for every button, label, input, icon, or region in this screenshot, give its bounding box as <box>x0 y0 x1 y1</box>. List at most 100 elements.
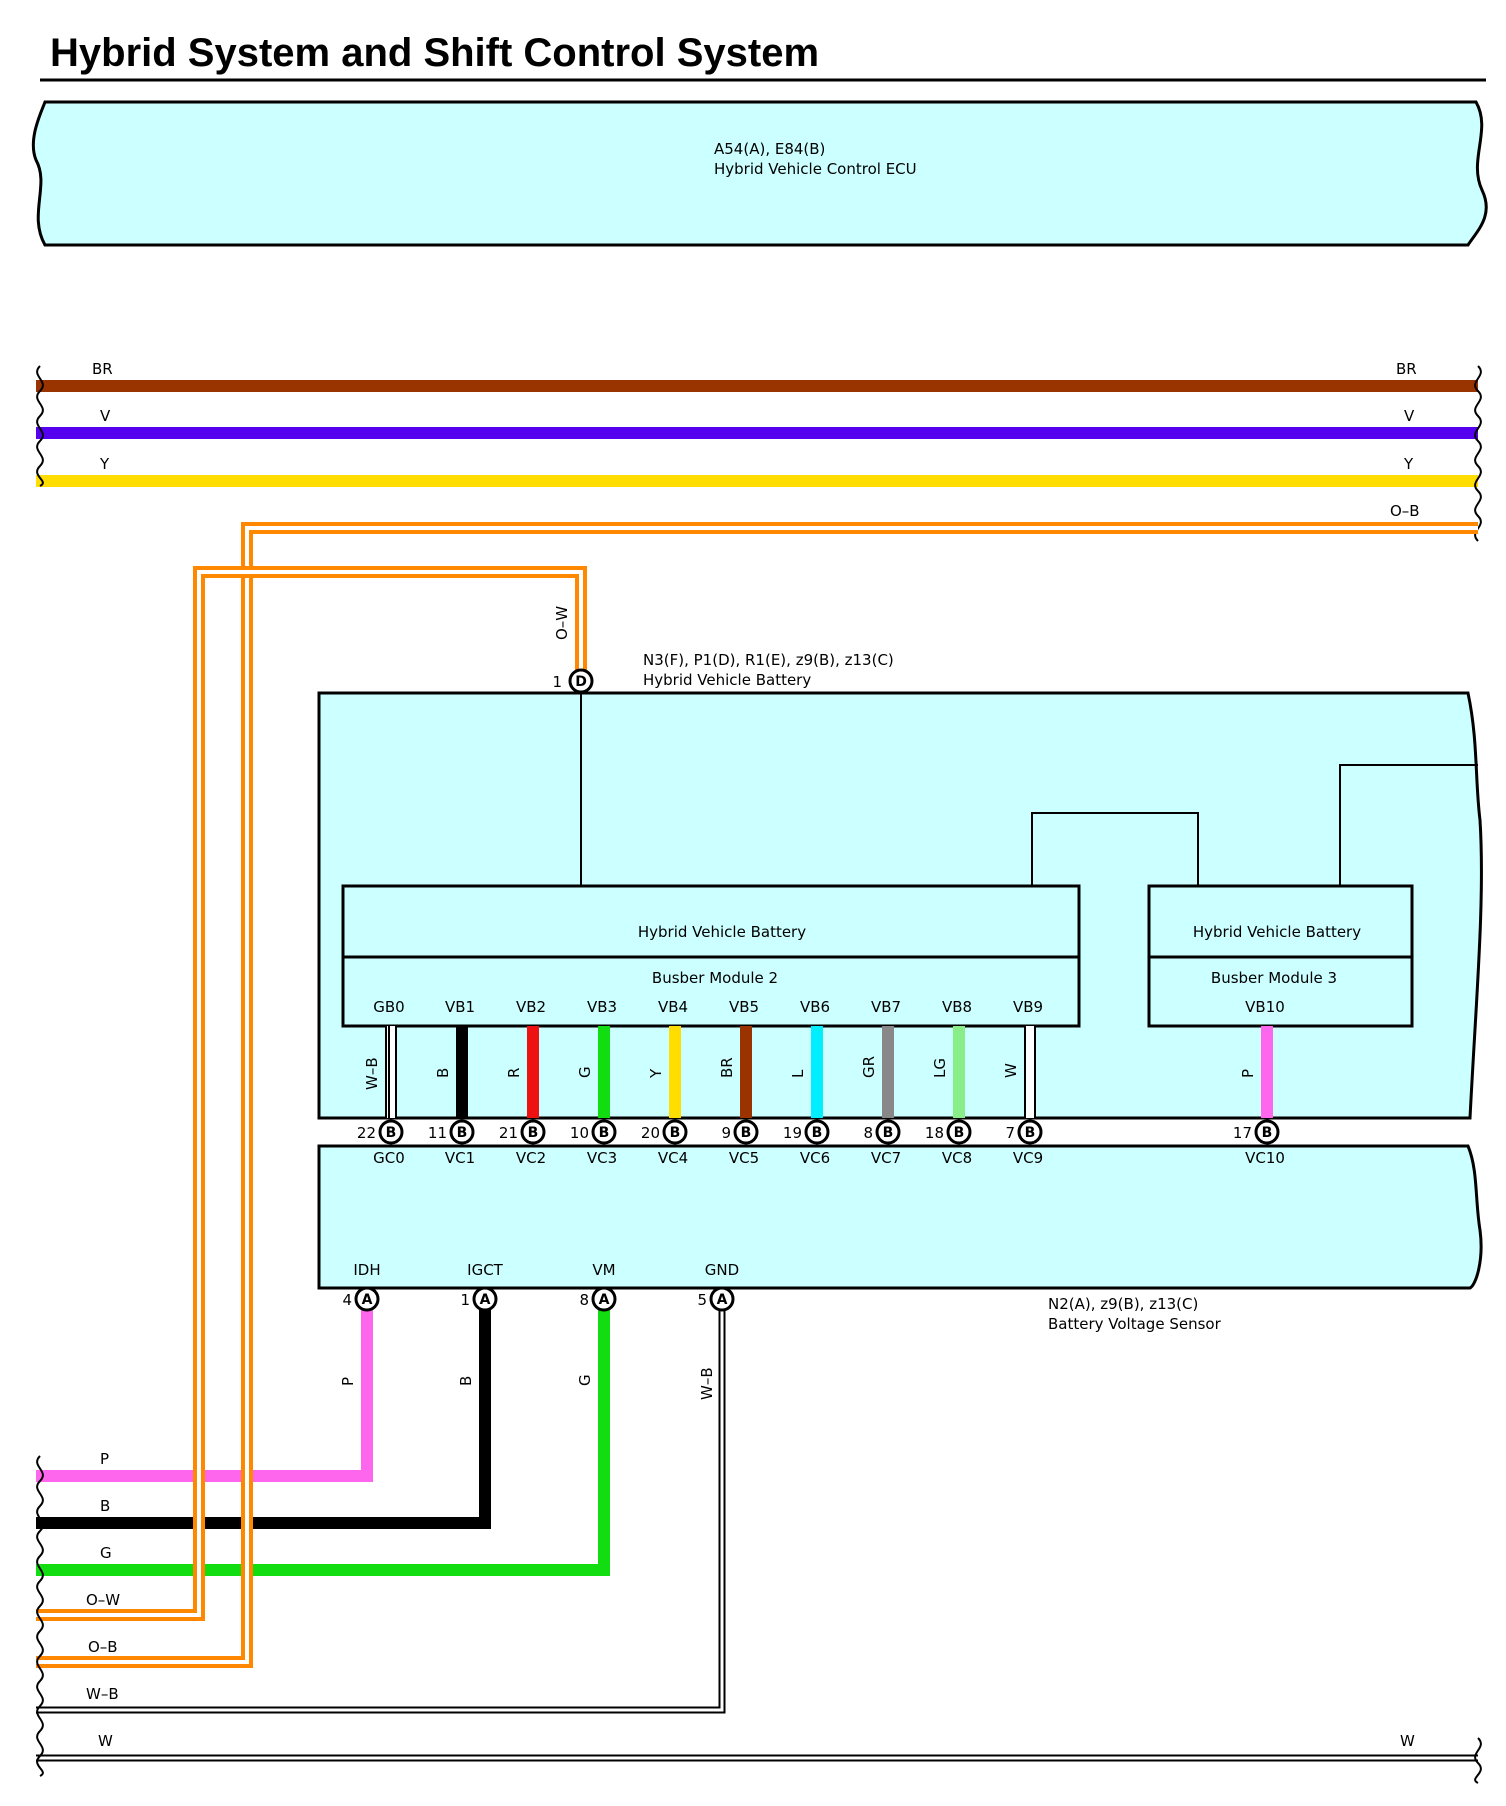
ecu-body <box>31 100 1488 247</box>
wire-label-w-right: W <box>1400 1732 1415 1750</box>
busbar-pin-number: 18 <box>925 1124 944 1142</box>
busbar-pin-letter: B <box>599 1125 610 1141</box>
sensor-pin-number: 4 <box>342 1291 352 1309</box>
sensor-wire-label-w-b: W–B <box>698 1367 716 1400</box>
busbar-pin-number: 21 <box>499 1124 518 1142</box>
busbar-pin-letter: B <box>386 1125 397 1141</box>
break-mark-left-bottom <box>36 1455 44 1777</box>
wire-g[interactable] <box>36 1300 610 1576</box>
busbar-pin-number: 19 <box>783 1124 802 1142</box>
busbar-pin-wire-label: GR <box>860 1056 878 1078</box>
busbar-pin-bottom-label: VC3 <box>587 1149 617 1167</box>
break-mark-left-top <box>36 365 44 487</box>
busbar-pin-bottom-label: GC0 <box>373 1149 405 1167</box>
sensor-wire-label-b: B <box>457 1376 475 1386</box>
sensor-pin-number: 5 <box>697 1291 707 1309</box>
wire-label-br: BR <box>92 360 113 378</box>
busbar-pin-letter: B <box>883 1125 894 1141</box>
wire-p[interactable] <box>36 1300 373 1482</box>
busbar-pin-letter: B <box>954 1125 965 1141</box>
sensor-pin-letter: A <box>362 1292 373 1308</box>
busbar-pin-number: 9 <box>721 1124 731 1142</box>
ecu-connector: A54(A), E84(B) <box>714 140 825 158</box>
page-title: Hybrid System and Shift Control System <box>50 31 819 75</box>
ecu-name: Hybrid Vehicle Control ECU <box>714 160 917 178</box>
wire-label-b: B <box>100 1497 110 1515</box>
wire-label-v: V <box>100 407 111 425</box>
wire-label-o-b: O–B <box>88 1638 118 1656</box>
bottom-wire-labels: P B G O–W O–B W–B W W P B G W–B <box>36 1367 1482 1784</box>
wire-label-br-right: BR <box>1396 360 1417 378</box>
sensor-output-wires <box>36 1300 1478 1762</box>
break-mark-right-top <box>1474 365 1482 542</box>
busbar-pin-top-label: VB10 <box>1245 998 1285 1016</box>
sensor-pin-name: GND <box>705 1261 739 1279</box>
busbar-pin-wire-label: R <box>505 1068 523 1078</box>
sensor-component[interactable]: N2(A), z9(B), z13(C) Battery Voltage Sen… <box>317 1144 1483 1333</box>
wire-label-v-right: V <box>1404 407 1415 425</box>
busbar-pin-bottom-label: VC5 <box>729 1149 759 1167</box>
wire-w-b[interactable] <box>36 1300 726 1714</box>
busbar-pin-wire-label: Y <box>647 1068 665 1079</box>
sensor-pin-letter: A <box>599 1292 610 1308</box>
wire-label-p: P <box>100 1450 109 1468</box>
busbar-pin-wire-label: L <box>789 1069 807 1078</box>
busbar-pin-letter: B <box>1262 1125 1273 1141</box>
busbar-module-2[interactable]: Hybrid Vehicle Battery Busber Module 2 <box>341 884 1081 1028</box>
busbar-module-3[interactable]: Hybrid Vehicle Battery Busber Module 3 <box>1147 884 1414 1028</box>
busbar-pin-top-label: VB1 <box>445 998 475 1016</box>
battery-internal-wiring <box>580 690 1478 886</box>
busbar-pin-top-label: VB6 <box>800 998 830 1016</box>
module3-subtitle: Busber Module 3 <box>1211 969 1337 987</box>
sensor-body <box>317 1144 1483 1290</box>
sensor-pin-letter: A <box>480 1292 491 1308</box>
battery-connector: N3(F), P1(D), R1(E), z9(B), z13(C) <box>643 651 894 669</box>
busbar-pin-number: 10 <box>570 1124 589 1142</box>
busbar-pin-top-label: VB5 <box>729 998 759 1016</box>
battery-top-pin[interactable]: D 1 <box>552 668 594 694</box>
busbar-pin-letter: B <box>528 1125 539 1141</box>
busbar-pin-number: 8 <box>863 1124 873 1142</box>
sensor-pin-number: 1 <box>460 1291 470 1309</box>
busbar-pin-bottom-label: VC7 <box>871 1149 901 1167</box>
sensor-wire-label-p: P <box>339 1377 357 1386</box>
busbar-pin-wire-label: P <box>1239 1069 1257 1078</box>
wire-b[interactable] <box>36 1300 491 1529</box>
busbar-pin-number: 17 <box>1233 1124 1252 1142</box>
busbar-pin-group: GB0W–BB22GC0VB1BB11VC1VB2RB21VC2VB3GB10V… <box>357 998 1285 1167</box>
battery-top-pin-letter: D <box>575 674 587 690</box>
busbar-pin-bottom-label: VC8 <box>942 1149 972 1167</box>
busbar-pin-top-label: VB7 <box>871 998 901 1016</box>
busbar-pin-wire-label: W <box>1002 1063 1020 1078</box>
busbar-pin-top-label: VB2 <box>516 998 546 1016</box>
ecu-component[interactable]: A54(A), E84(B) Hybrid Vehicle Control EC… <box>31 100 1488 247</box>
busbar-pin-top-label: GB0 <box>373 998 404 1016</box>
busbar-pin-bottom-label: VC10 <box>1245 1149 1285 1167</box>
sensor-pin-letter: A <box>717 1292 728 1308</box>
wire-label-y: Y <box>99 455 110 473</box>
busbar-pin-wire-label: LG <box>931 1058 949 1078</box>
module3-title: Hybrid Vehicle Battery <box>1193 923 1361 941</box>
battery-top-pin-num: 1 <box>552 673 562 691</box>
busbar-pin-letter: B <box>670 1125 681 1141</box>
sensor-pin-gnd[interactable]: GND A5 <box>697 1261 739 1312</box>
top-wire-group: BR BR V V Y Y O–B <box>36 360 1482 542</box>
sensor-connector: N2(A), z9(B), z13(C) <box>1048 1295 1198 1313</box>
busbar-pin-letter: B <box>1025 1125 1036 1141</box>
